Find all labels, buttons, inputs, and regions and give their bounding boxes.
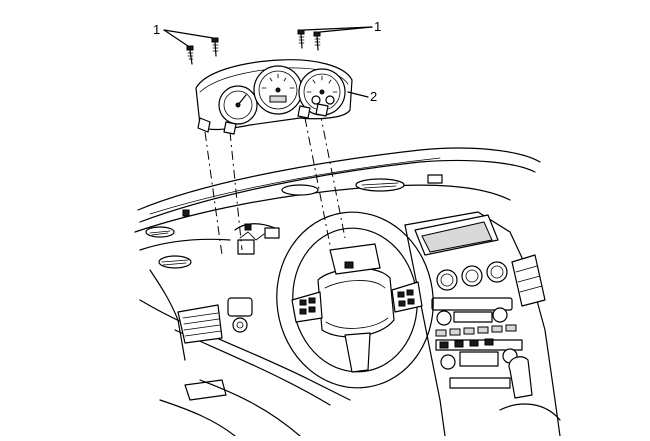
fastener-1c xyxy=(297,29,305,49)
installation-guide-lines xyxy=(204,111,346,256)
tachometer xyxy=(298,68,346,116)
fastener-1b xyxy=(211,37,219,57)
fastener-1a xyxy=(186,45,194,65)
fasteners xyxy=(186,29,321,65)
speedometer xyxy=(253,65,303,115)
navigation-display xyxy=(414,214,499,256)
callouts: 1 1 2 xyxy=(153,19,381,104)
fastener-1d xyxy=(313,31,321,51)
instrument-cluster xyxy=(195,59,353,135)
gear-shifter xyxy=(499,356,561,421)
steering-wheel-controls xyxy=(299,289,415,315)
dashboard xyxy=(134,147,541,437)
radio-controls xyxy=(431,297,523,389)
left-air-vent xyxy=(177,304,223,344)
steering-wheel xyxy=(276,211,434,389)
headlamp-switch xyxy=(227,297,253,333)
left-gauge xyxy=(218,85,258,125)
center-console xyxy=(404,211,561,437)
callout-1-right: 1 xyxy=(374,19,381,34)
right-air-vent xyxy=(511,254,546,307)
callout-1-left: 1 xyxy=(153,22,160,37)
callout-2: 2 xyxy=(370,89,377,104)
center-gauges xyxy=(436,261,508,291)
